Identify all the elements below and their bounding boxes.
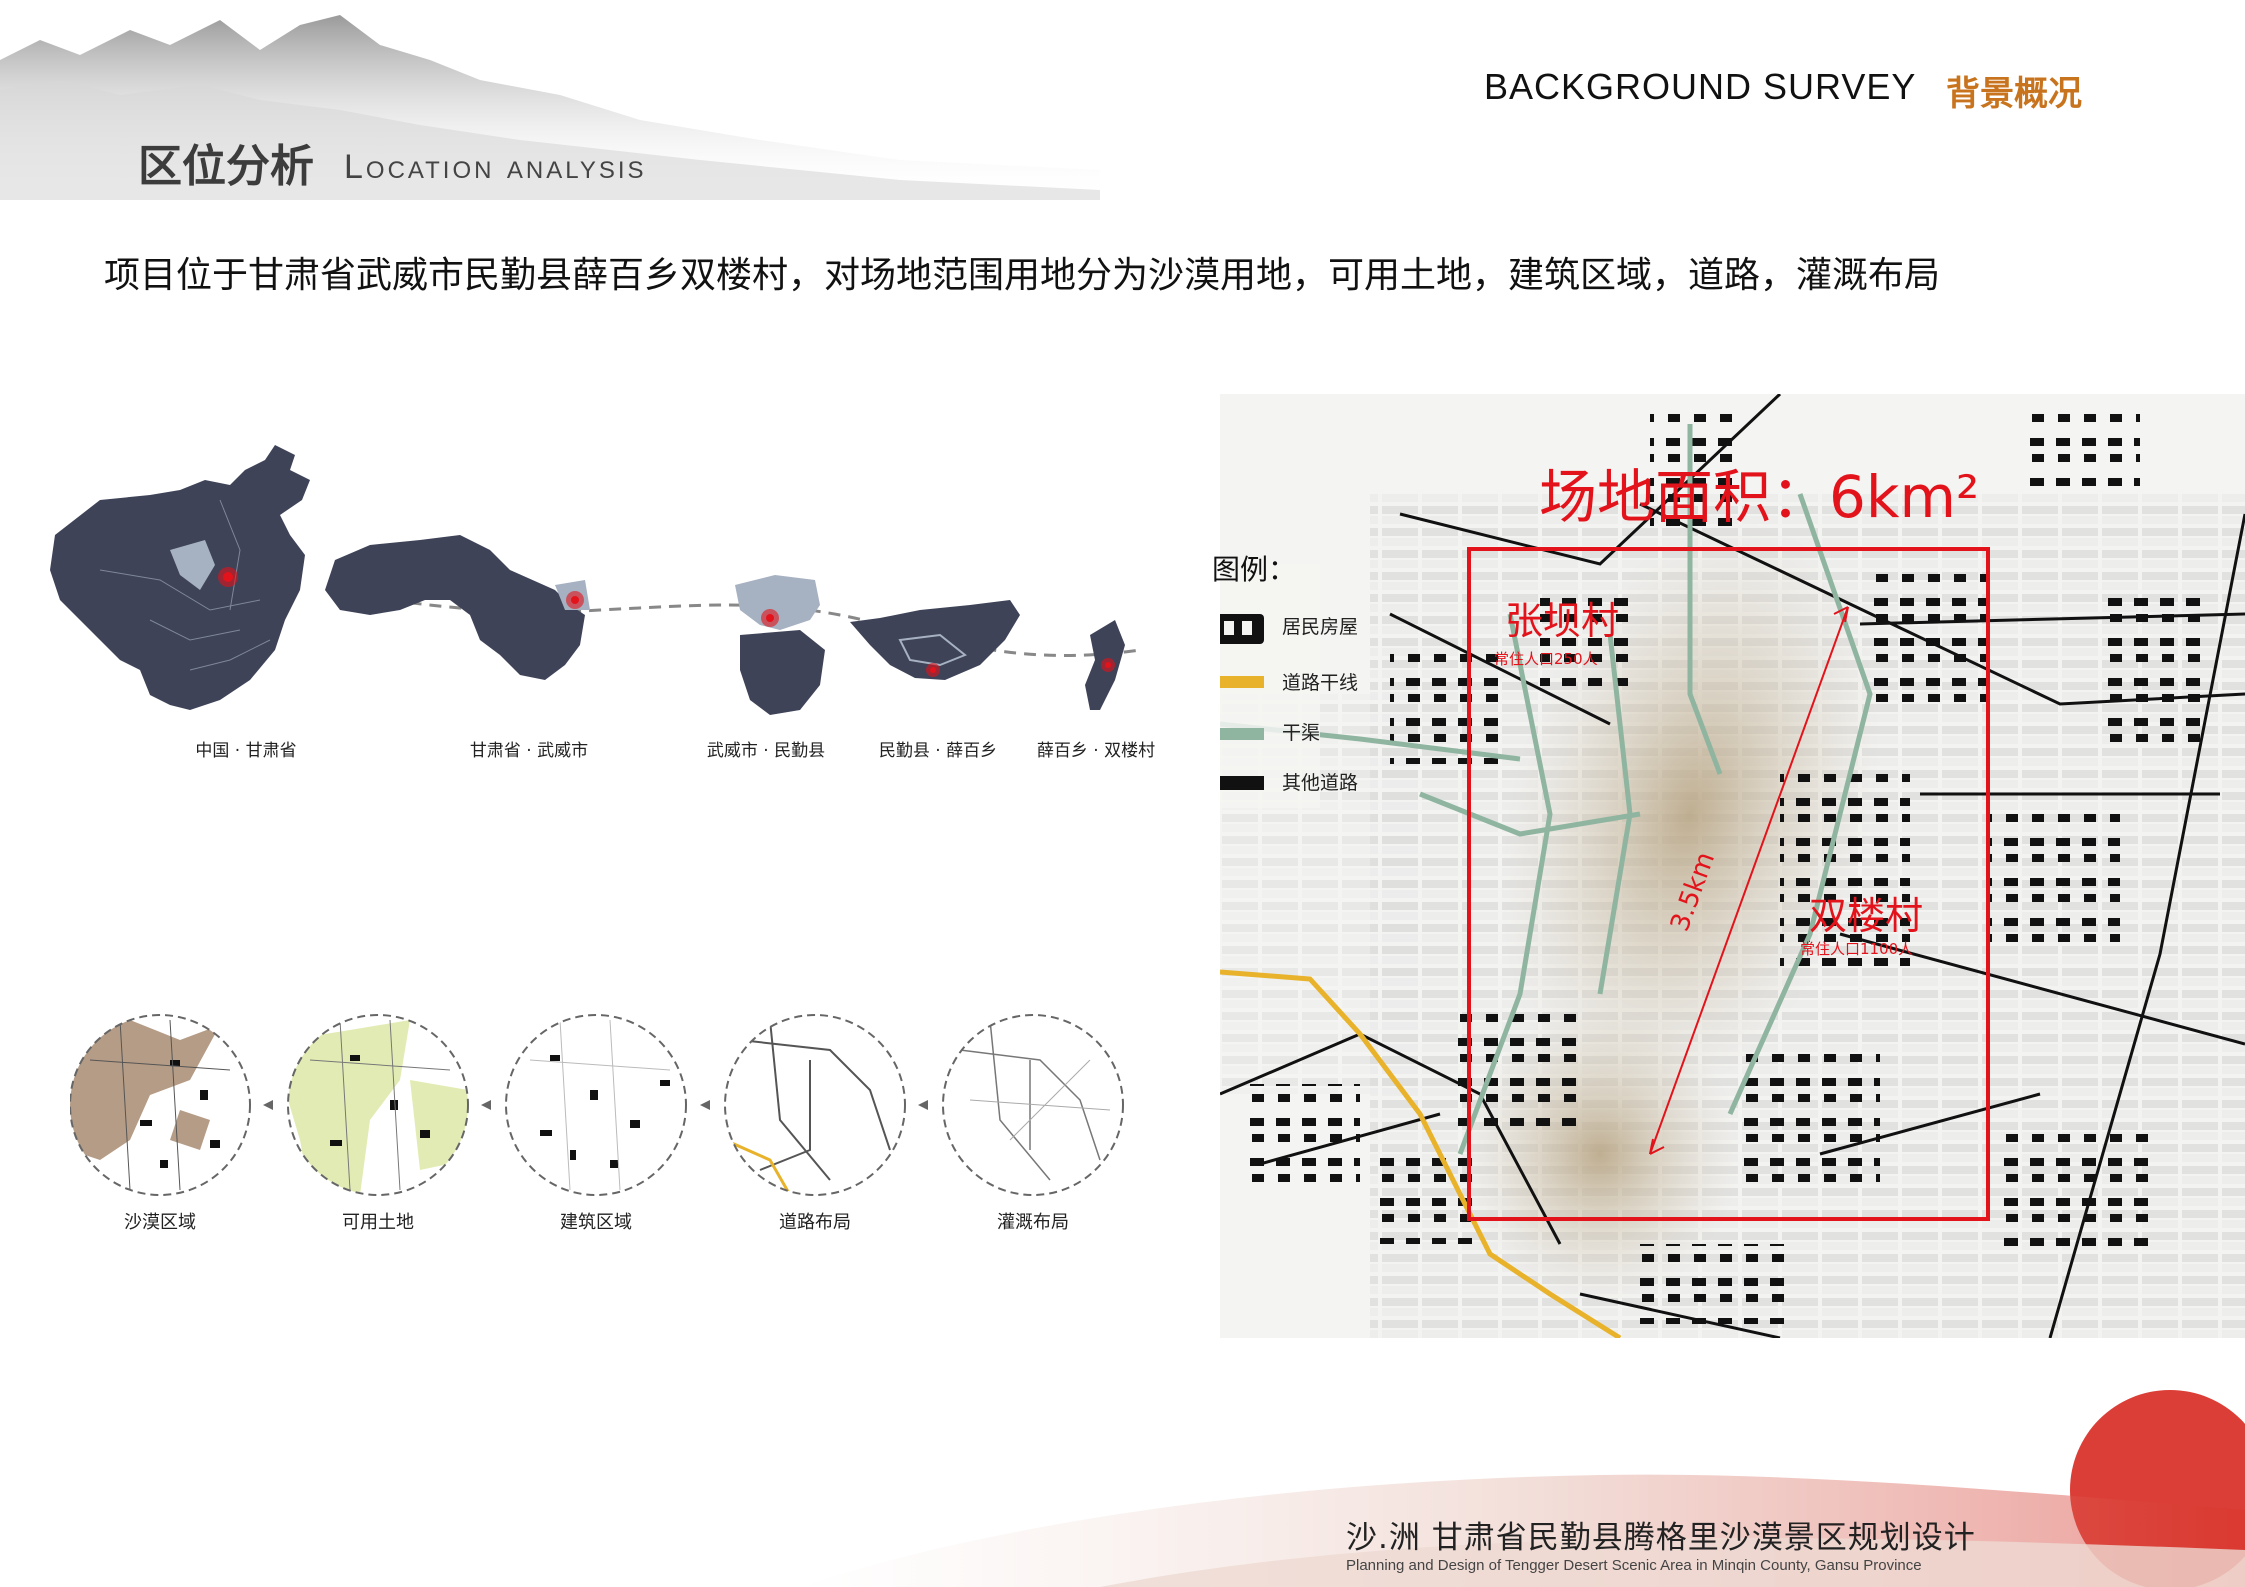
circle-usable-land — [287, 1014, 469, 1196]
circle-label-irrigation: 灌溉布局 — [997, 1212, 1069, 1233]
legend-label-other-roads: 其他道路 — [1282, 772, 1359, 794]
xuebai-map — [1085, 620, 1125, 710]
intro-text: 项目位于甘肃省武威市民勤县薛百乡双楼村，对场地范围用地分为沙漠用地，可用土地，建… — [104, 255, 1941, 296]
village-shuanglou-name: 双楼村 — [1809, 894, 1924, 938]
circle-arrows — [263, 1100, 928, 1110]
location-label-wuwei: 武威市 · 民勤县 — [706, 741, 826, 761]
header-english: BACKGROUND SURVEY — [1484, 66, 1917, 107]
legend-swatches — [1220, 564, 1320, 808]
legend-title: 图例： — [1212, 553, 1297, 586]
circle-label-desert: 沙漠区域 — [124, 1212, 196, 1233]
china-map — [50, 445, 310, 710]
footer-title-chinese: 沙.洲 甘肃省民勤县腾格里沙漠景区规划设计 — [1346, 1520, 1976, 1556]
legend-label-canal: 干渠 — [1282, 722, 1321, 744]
circle-irrigation — [942, 1014, 1124, 1196]
mountain-backdrop — [0, 15, 1100, 200]
site-area-label: 场地面积：6km² — [1539, 463, 1980, 531]
section-title-chinese: 区位分析 — [138, 141, 314, 192]
site-boundary — [1467, 547, 1990, 1221]
circle-roads — [724, 1014, 906, 1196]
main-road — [1220, 969, 1622, 1338]
legend-label-houses: 居民房屋 — [1282, 616, 1359, 638]
wuwei-map — [735, 575, 825, 715]
location-label-xuebai: 薛百乡 · 双楼村 — [1036, 741, 1156, 761]
location-label-gansu: 甘肃省 · 武威市 — [469, 741, 589, 761]
layer-circles — [70, 1014, 1124, 1196]
circle-label-roads: 道路布局 — [779, 1212, 851, 1233]
house-clusters — [1240, 414, 2210, 1324]
location-label-china: 中国 · 甘肃省 — [195, 741, 297, 761]
location-label-minqin: 民勤县 · 薛百乡 — [878, 741, 998, 761]
gansu-map — [325, 535, 590, 680]
circle-label-buildings: 建筑区域 — [560, 1212, 632, 1233]
village-shuanglou-population: 常住人口1100人 — [1800, 940, 1914, 958]
location-map-strip — [50, 445, 1141, 715]
legend-label-main-road: 道路干线 — [1282, 672, 1359, 694]
minqin-map — [850, 600, 1020, 680]
footer-decoration — [800, 1390, 2245, 1587]
other-roads — [1220, 394, 2245, 1338]
footer-title-english: Planning and Design of Tengger Desert Sc… — [1346, 1557, 1922, 1574]
village-zhangba-name: 张坝村 — [1505, 599, 1620, 643]
circle-buildings — [505, 1014, 687, 1196]
circle-desert — [70, 1014, 251, 1196]
village-zhangba-population: 常住人口250人 — [1494, 650, 1598, 668]
site-map — [1220, 394, 2245, 1338]
section-title-english: Location analysis — [344, 148, 647, 186]
header-chinese: 背景概况 — [1946, 74, 2082, 114]
distance-line — [1649, 606, 1849, 1155]
circle-label-usable-land: 可用土地 — [342, 1212, 414, 1233]
